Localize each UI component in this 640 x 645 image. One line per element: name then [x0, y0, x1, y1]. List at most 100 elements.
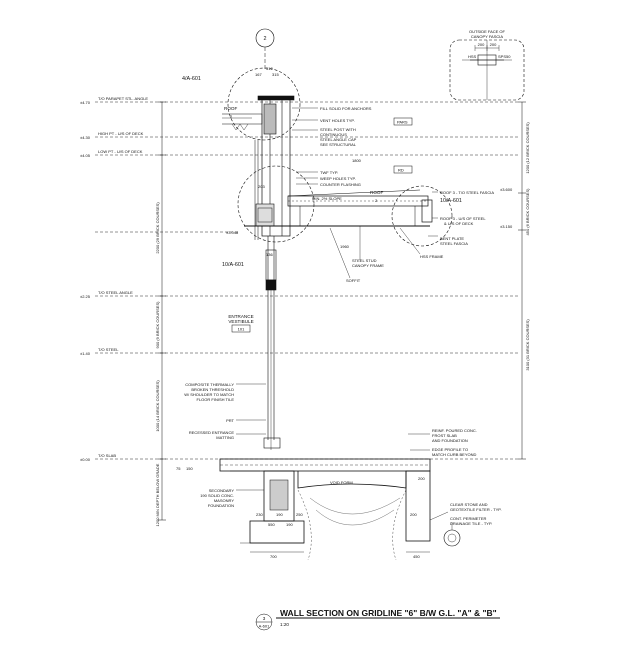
- note-reinf-3: AND FOUNDATION: [432, 438, 468, 443]
- right-dim-2: 450 (6 BRICK COURSES): [525, 188, 530, 236]
- level-label-slab: T/O SLAB: [98, 453, 116, 458]
- note-post-4: SEE STRUCTURAL: [320, 142, 357, 147]
- roof-tag-canopy: ROOF: [370, 190, 383, 195]
- fascia-title-2: CANOPY FASCIA: [471, 34, 503, 39]
- right-dim-3: 3100 (31 BRICK COURSES): [525, 319, 530, 371]
- note-slope: MIN. 2% SLOPE: [312, 196, 342, 201]
- note-drain-2: DRAINAGE TILE - TYP.: [450, 521, 492, 526]
- parapet-wall: [222, 95, 295, 240]
- tag-pars: PARS: [397, 120, 408, 125]
- note-weep: WEEP HOLES TYP.: [320, 176, 356, 181]
- dim-canopy-top: 1800: [352, 158, 362, 163]
- callout-10-a601-left: 10/A-601: [222, 262, 244, 268]
- left-dim-2: 900 (9 BRICK COURSES): [155, 301, 160, 349]
- tag-boxes: [231, 117, 500, 631]
- notes-lower-left: COMPOSITE THERMALLY BROKEN THRESHOLD W/ …: [184, 382, 234, 508]
- note-mat-2: MATTING: [216, 435, 234, 440]
- note-thr-2: BROKEN THRESHOLD: [191, 387, 234, 392]
- note-thr-4: FLOOR FINISH TILE: [197, 397, 235, 402]
- fascia-hss-label: HSS: [468, 54, 477, 59]
- note-edge-2: MATCH CURB BEYOND: [432, 452, 476, 457]
- dim-canopy-bottom: 1960: [340, 244, 350, 249]
- fdim-c: 550: [268, 522, 275, 527]
- fdim-k: 190: [286, 522, 293, 527]
- notes-lower-right: REINF. POURED CONC. FROST SLAB AND FOUND…: [330, 428, 502, 526]
- note-stud-1: STEEL STUD: [352, 258, 377, 263]
- level-label-high: HIGH PT - U/S OF DECK: [98, 131, 144, 136]
- level-label-steel-angle: T/O STEEL ANGLE: [98, 290, 133, 295]
- detail-circles: [227, 67, 453, 247]
- right-elev-top: ±3.600: [500, 187, 513, 192]
- room-number: 101: [238, 327, 245, 332]
- note-sec-1: SECONDARY: [209, 488, 235, 493]
- roof-tag-upper: ROOF: [224, 106, 237, 111]
- room-name-1: ENTRANCE: [228, 314, 253, 319]
- note-prt: PRT: [226, 418, 234, 423]
- dim-small-2: 167: [255, 72, 262, 77]
- fascia-detail: [449, 39, 525, 101]
- level-elev-high: ±4.30: [80, 135, 91, 140]
- note-thr-3: W/ SHOULDER TO MATCH: [184, 392, 234, 397]
- note-sec-4: FOUNDATION: [208, 503, 234, 508]
- notes-upper: FILL SOLID FOR ANCHORS VENT HOLES TYP. S…: [312, 106, 494, 283]
- level-elev-slab: ±0.00: [80, 457, 91, 462]
- room-name-2: VESTIBULE: [228, 319, 253, 324]
- note-vent: VENT HOLES TYP.: [320, 118, 355, 123]
- note-clear-1: CLEAR STONE AND: [450, 502, 488, 507]
- fascia-title-1: OUTSIDE FACE OF: [469, 29, 506, 34]
- roof-tag-upper-num: 2: [230, 114, 233, 119]
- note-reinf-2: FROST SLAB: [432, 433, 457, 438]
- storefront: [263, 236, 281, 450]
- note-twf: TWF TYP.: [320, 170, 338, 175]
- dim-small-3: 315: [272, 72, 279, 77]
- level-elev-low: ±4.05: [80, 153, 91, 158]
- level-label-tos: T/O STEEL: [98, 347, 119, 352]
- note-counter: COUNTER FLASHING: [320, 182, 361, 187]
- note-hss: HSS FRAME: [420, 254, 444, 259]
- canopy: [244, 189, 433, 227]
- left-dim-1: 2200 (29 BRICK COURSES): [155, 202, 160, 254]
- callout-10-a601-right: 10/A-601: [440, 198, 462, 204]
- note-post-2: CONTINUOUS: [320, 132, 347, 137]
- fdim-g: 75: [176, 466, 181, 471]
- level-labels: ±4.70 T/O PARAPET STL. ANGLE ±4.30 HIGH …: [80, 96, 239, 462]
- tag-rd: RD: [398, 168, 404, 173]
- note-drain-1: CONT. PERIMETER: [450, 516, 487, 521]
- foundation: [219, 458, 461, 561]
- note-sec-3: MASONRY: [214, 498, 234, 503]
- note-bent-2: STEEL FASCIA: [440, 241, 468, 246]
- dim-small-5: 136: [266, 252, 273, 257]
- note-stud-2: CANOPY FRAME: [352, 263, 384, 268]
- note-post-3: STEEL ANGLE CAP: [320, 137, 357, 142]
- title-main: WALL SECTION ON GRIDLINE "6" B/W G.L. "A…: [280, 608, 497, 618]
- left-dim-4: 1200 MIN DEPTH BELOW GRADE: [155, 463, 160, 526]
- level-elev-steel-angle: ±2.25: [80, 294, 91, 299]
- note-mat-1: RECESSED ENTRANCE: [189, 430, 234, 435]
- grid-bubble-label: 2: [264, 36, 267, 42]
- fascia-hss-size: SPS50: [498, 54, 511, 59]
- fdim-d: 700: [270, 554, 277, 559]
- right-dim-1: 1200 (12 BRICK COURSES): [525, 122, 530, 174]
- title-sheet-ref: A-601: [259, 624, 270, 629]
- level-elev-parapet: ±4.70: [80, 100, 91, 105]
- level-elev-canopy: ±3.048: [226, 230, 239, 235]
- level-label-low: LOW PT - U/S OF DECK: [98, 149, 143, 154]
- note-sec-2: 190 SOLID CONC.: [200, 493, 234, 498]
- title-detail-number: 3: [263, 616, 266, 621]
- note-soffit: SOFFIT: [346, 278, 361, 283]
- note-post-1: STEEL POST WITH: [320, 127, 356, 132]
- fascia-dim-b: 200: [490, 42, 497, 47]
- fdim-h: 150: [186, 466, 193, 471]
- fdim-a: 230: [256, 512, 263, 517]
- roof-tag-canopy-num: 2: [375, 198, 378, 203]
- dim-small-1: 512: [266, 66, 273, 71]
- note-bent-1: BENT PLATE: [440, 236, 464, 241]
- dim-small-4: 203: [258, 184, 265, 189]
- fdim-f: 250: [296, 512, 303, 517]
- note-roof3c: & U/S OF DECK: [444, 221, 474, 226]
- title-scale: 1:20: [280, 622, 289, 627]
- level-label-parapet: T/O PARAPET STL. ANGLE: [98, 96, 148, 101]
- fascia-dim-a: 200: [478, 42, 485, 47]
